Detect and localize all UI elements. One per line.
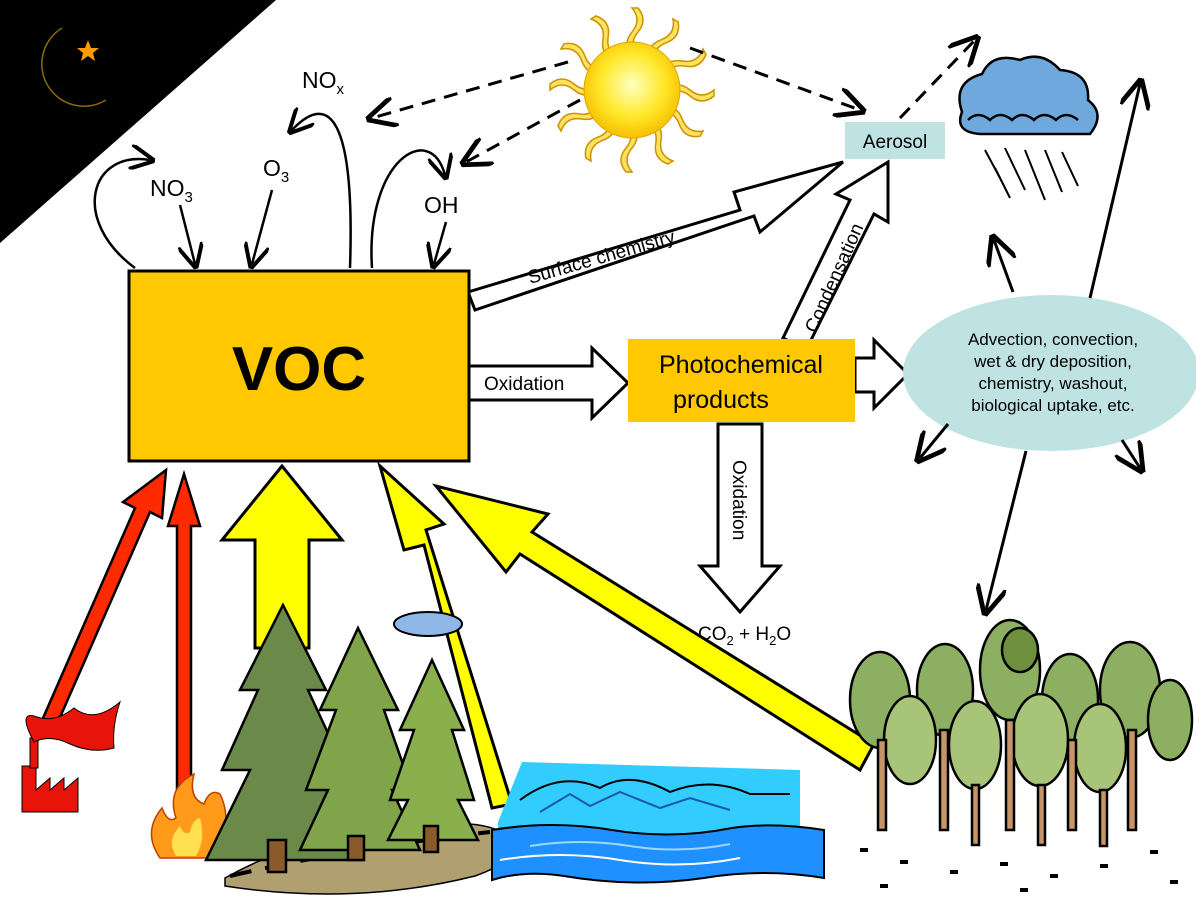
conifer-trees-icon — [203, 602, 481, 874]
fire-icon — [150, 772, 227, 859]
oh-label: OH — [424, 192, 459, 218]
factory-icon — [21, 700, 122, 813]
deciduous-trees-icon — [848, 618, 1194, 892]
co2-h2o-box: CO2 + H2O — [688, 614, 794, 652]
sun-icon — [549, 7, 715, 173]
transport-line-1: Advection, convection, — [968, 330, 1138, 349]
transport-processes-ellipse: Advection, convection, wet & dry deposit… — [903, 295, 1196, 451]
transport-arrows — [920, 84, 1140, 610]
photochemical-products-box: Photochemical products — [628, 339, 855, 422]
photochem-line1: Photochemical — [659, 351, 823, 379]
o3-label: O3 — [263, 155, 289, 186]
oxidation-horizontal-label: Oxidation — [484, 374, 564, 395]
moon-star-icon — [41, 27, 107, 107]
sunlight-arrows — [372, 40, 975, 162]
oxidation-horizontal-arrow: Oxidation — [466, 344, 631, 422]
voc-label: VOC — [232, 335, 366, 404]
no3-label: NO3 — [150, 175, 193, 206]
photochem-line2: products — [673, 386, 769, 414]
night-corner — [0, 0, 276, 243]
co2-h2o-label: CO2 + H2O — [698, 624, 791, 648]
anthropogenic-emission-arrows — [38, 467, 202, 792]
oxidation-vertical-arrow: Oxidation — [696, 422, 784, 615]
biogenic-emission-arrows — [218, 461, 876, 810]
rain-cloud-icon — [958, 55, 1099, 201]
surface-chemistry-label: Surface chemistry — [526, 227, 678, 289]
photochem-to-transport-arrow — [853, 336, 911, 412]
nox-label: NOx — [302, 67, 345, 98]
transport-line-3: chemistry, washout, — [979, 374, 1128, 393]
transport-line-4: biological uptake, etc. — [971, 396, 1135, 415]
small-cloud-icon — [393, 611, 463, 637]
voc-box: VOC — [127, 269, 471, 463]
aerosol-label: Aerosol — [863, 132, 927, 153]
oxidation-vertical-label: Oxidation — [728, 460, 749, 540]
transport-line-2: wet & dry deposition, — [973, 352, 1132, 371]
lake-icon — [491, 762, 825, 884]
aerosol-box: Aerosol — [845, 122, 945, 159]
oxidant-arrows — [93, 114, 446, 268]
surface-chemistry-arrow: Surface chemistry — [466, 160, 844, 312]
